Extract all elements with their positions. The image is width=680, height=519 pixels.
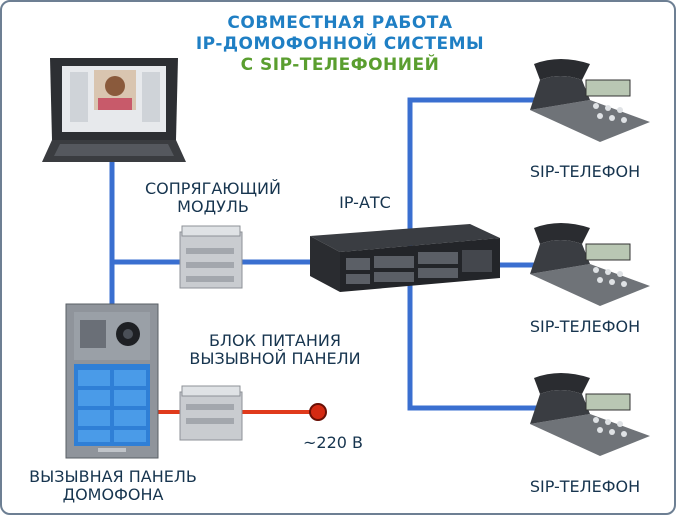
power-supply-icon — [179, 385, 243, 441]
power-supply-label-line-2: ВЫЗЫВНОЙ ПАНЕЛИ — [189, 349, 361, 368]
title-line-2: IP-ДОМОФОННОЙ СИСТЕМЫ — [195, 34, 485, 54]
interface-module-label-line-1: СОПРЯГАЮЩИЙ — [145, 179, 281, 198]
power-supply-label-line-1: БЛОК ПИТАНИЯ — [209, 331, 341, 350]
voltage-label: ~220 В — [302, 433, 363, 452]
interface-module-icon — [179, 225, 243, 289]
sip-phone-3-label: SIP-ТЕЛЕФОН — [529, 477, 641, 496]
sip-phone-2-label: SIP-ТЕЛЕФОН — [529, 317, 641, 336]
title-line-3: С SIP-ТЕЛЕФОНИЕЙ — [240, 55, 440, 75]
door-panel-icon — [65, 303, 159, 459]
ip-pbx-icon — [310, 224, 500, 292]
interface-module-label-line-2: МОДУЛЬ — [177, 197, 249, 216]
ip-pbx-label: IP-АТС — [339, 193, 391, 212]
power-supply-label: БЛОК ПИТАНИЯ ВЫЗЫВНОЙ ПАНЕЛИ — [160, 332, 390, 368]
sip-phone-1-label: SIP-ТЕЛЕФОН — [529, 162, 641, 181]
sip-phone-2-icon — [530, 223, 650, 306]
sip-phone-1-icon — [530, 59, 650, 142]
door-panel-label-line-2: ДОМОФОНА — [62, 485, 164, 504]
door-panel-label: ВЫЗЫВНАЯ ПАНЕЛЬ ДОМОФОНА — [8, 468, 218, 504]
sip-phone-3-icon — [530, 373, 650, 456]
door-panel-label-line-1: ВЫЗЫВНАЯ ПАНЕЛЬ — [29, 467, 197, 486]
laptop-icon — [42, 58, 186, 162]
title-line-1: СОВМЕСТНАЯ РАБОТА — [227, 13, 453, 33]
interface-module-label: СОПРЯГАЮЩИЙ МОДУЛЬ — [128, 180, 298, 216]
power-plug-icon — [309, 403, 327, 421]
